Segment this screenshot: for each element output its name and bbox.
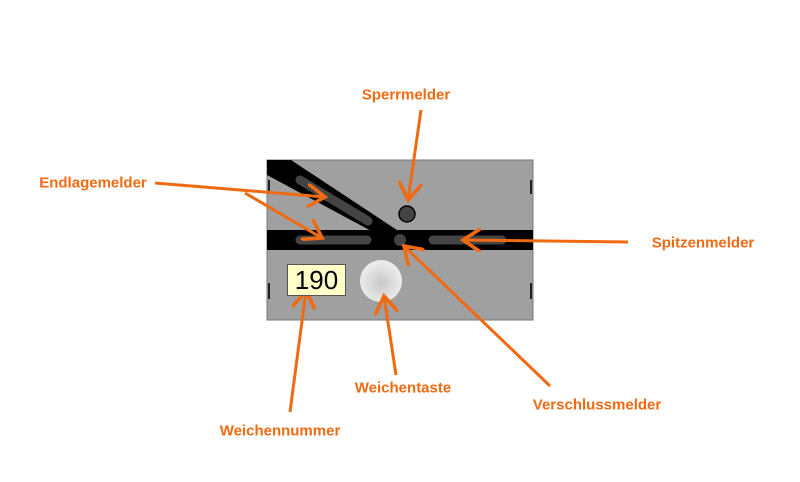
label-verschlussmelder: Verschlussmelder [532,396,662,414]
label-spitzenmelder: Spitzenmelder [651,234,755,252]
block-indicator [398,205,416,223]
switch-button[interactable] [360,260,402,302]
switch-number-display: 190 [287,264,346,296]
label-sperrmelder: Sperrmelder [361,86,451,104]
label-endlagemelder: Endlagemelder [39,174,147,192]
lock-indicator [394,234,406,246]
callout-arrows [154,109,629,413]
label-weichentaste: Weichentaste [354,379,452,397]
label-weichennummer: Weichennummer [219,422,341,440]
panel-side-marks [268,180,532,299]
